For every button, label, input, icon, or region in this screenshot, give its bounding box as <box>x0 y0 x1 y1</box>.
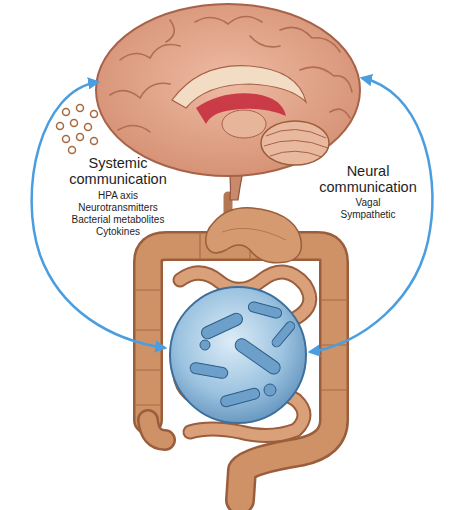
stomach <box>206 196 302 263</box>
signal-label: Bacterial metabolites <box>72 214 165 226</box>
metabolite-dots <box>57 105 98 154</box>
signal-label: HPA axis <box>98 190 138 202</box>
group-heading: Neural communication <box>313 163 423 195</box>
neural-arrow <box>310 78 432 352</box>
group-heading: Systemic communication <box>62 155 174 187</box>
signal-label: Cytokines <box>96 226 140 238</box>
microbiota-circle <box>170 287 306 423</box>
systemic-arrow <box>32 82 165 348</box>
signal-label: Sympathetic <box>340 209 395 221</box>
intestine <box>136 234 346 500</box>
signal-label: Vagal <box>356 197 381 209</box>
signal-label: Neurotransmitters <box>78 202 157 214</box>
